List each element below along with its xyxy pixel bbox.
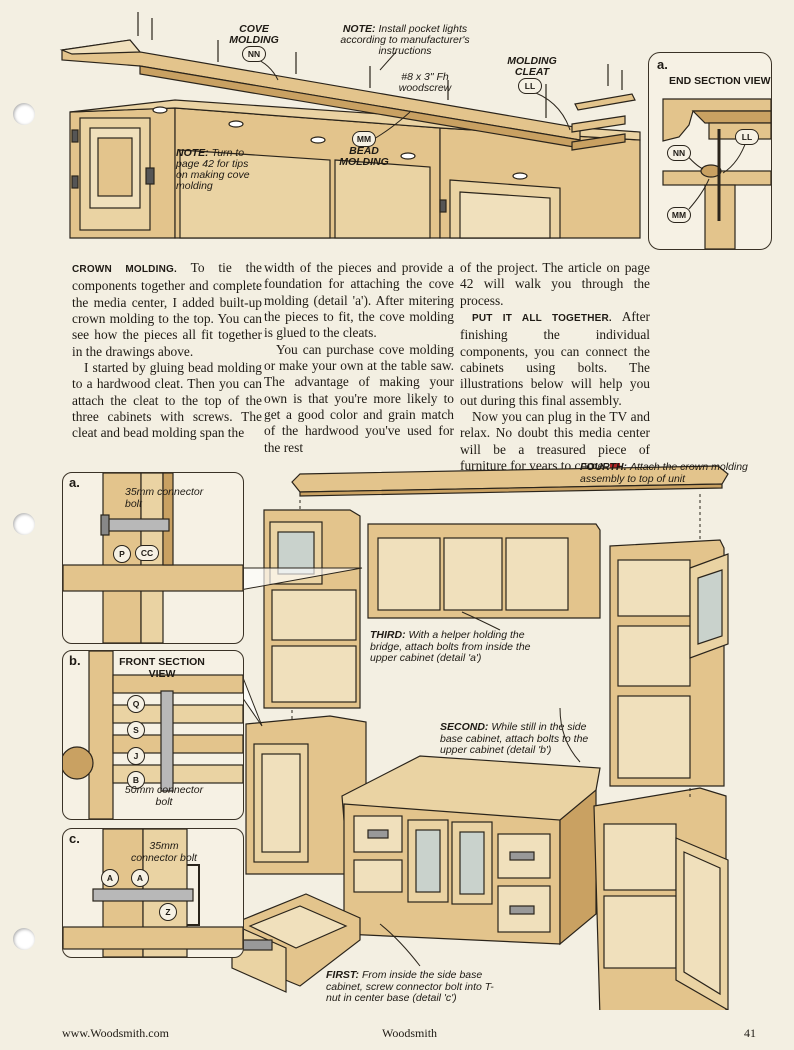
step-third: THIRD: With a helper holding the bridge,… (370, 629, 531, 664)
woodscrew-label: #8 x 3" Fh woodscrew (398, 71, 452, 94)
callout-nn: NN (667, 145, 691, 161)
end-section-view-panel: a. END SECTION VIEW LL NN MM (648, 52, 772, 250)
step-second: SECOND: While still in the side base cab… (440, 721, 589, 756)
detail-letter: a. (69, 475, 80, 490)
callout-cc: CC (135, 545, 159, 561)
paragraph: width of the pieces and provide a founda… (264, 260, 454, 341)
paragraph: I started by gluing bead molding to a ha… (72, 360, 262, 441)
callout-s: S (127, 721, 145, 739)
connector-bolt-label: 35mm connector bolt (131, 840, 197, 864)
paragraph: After finishing the individual component… (460, 309, 651, 408)
crown-molding-drawing (59, 12, 641, 239)
callout-z: Z (159, 903, 177, 921)
note-pocket-lights: NOTE: Install pocket lights according to… (340, 23, 470, 57)
molding-cleat-label: MOLDING CLEAT (507, 55, 557, 78)
assembly-illustration: a. 35mm connector bolt P CC b. (0, 440, 794, 1010)
paragraph: You can purchase cove molding or make yo… (264, 341, 454, 455)
detail-a-panel: a. 35mm connector bolt P CC (62, 472, 244, 644)
bead-molding-label: BEAD MOLDING (339, 145, 389, 168)
detail-letter: a. (657, 57, 668, 72)
callout-a: A (131, 869, 149, 887)
binder-hole (13, 513, 35, 535)
detail-b-drawing (63, 651, 243, 819)
end-section-view-title: END SECTION VIEW (669, 75, 771, 87)
assembly-drawing (231, 465, 729, 1010)
step-fourth: FOURTH: Attach the crown molding assembl… (580, 461, 748, 485)
paragraph: of the project. The article on page 42 w… (460, 260, 650, 308)
detail-c-panel: c. 35mm connector bolt A A Z (62, 828, 244, 958)
binder-hole (13, 928, 35, 950)
callout-mm: MM (352, 131, 376, 147)
article-column-2: width of the pieces and provide a founda… (264, 260, 454, 456)
crown-molding-illustration: COVE MOLDING NN NOTE: Install pocket lig… (0, 0, 794, 250)
detail-c-drawing (63, 829, 243, 957)
cove-molding-label: COVE MOLDING (229, 23, 279, 46)
paragraph: To tie the components together and compl… (72, 260, 262, 359)
heading-crown-molding: CROWN MOLDING. (72, 264, 177, 275)
binder-hole (13, 103, 35, 125)
page-number: 41 (744, 1026, 756, 1040)
front-section-view-title: FRONT SECTION VIEW (119, 656, 205, 680)
connector-bolt-label: 35mm connector bolt (125, 486, 204, 510)
detail-letter: c. (69, 831, 80, 846)
callout-mm: MM (667, 207, 691, 223)
connector-bolt-label: 50mm connector bolt (124, 784, 204, 808)
callout-ll: LL (735, 129, 759, 145)
heading-put-it-together: PUT IT ALL TOGETHER. (472, 313, 612, 325)
callout-p: P (113, 545, 131, 563)
callout-a: A (101, 869, 119, 887)
callout-q: Q (127, 695, 145, 713)
detail-b-panel: b. FRONT SECTION VIEW Q S J B 50mm conne… (62, 650, 244, 820)
step-first: FIRST: From inside the side base cabinet… (326, 969, 494, 1004)
note-cove-tips: NOTE: Turn to page 42 for tips on making… (176, 147, 250, 192)
article-column-3: of the project. The article on page 42 w… (460, 260, 650, 474)
detail-letter: b. (69, 653, 81, 668)
callout-nn: NN (242, 46, 266, 62)
footer-magazine: Woodsmith (382, 1026, 438, 1040)
article-column-1: CROWN MOLDING. To tie the components tog… (72, 260, 262, 442)
callout-ll: LL (518, 78, 542, 94)
callout-b: B (127, 771, 145, 789)
footer-url: www.Woodsmith.com (62, 1026, 169, 1040)
callout-j: J (127, 747, 145, 765)
paragraph: Now you can plug in the TV and relax. No… (460, 409, 650, 474)
